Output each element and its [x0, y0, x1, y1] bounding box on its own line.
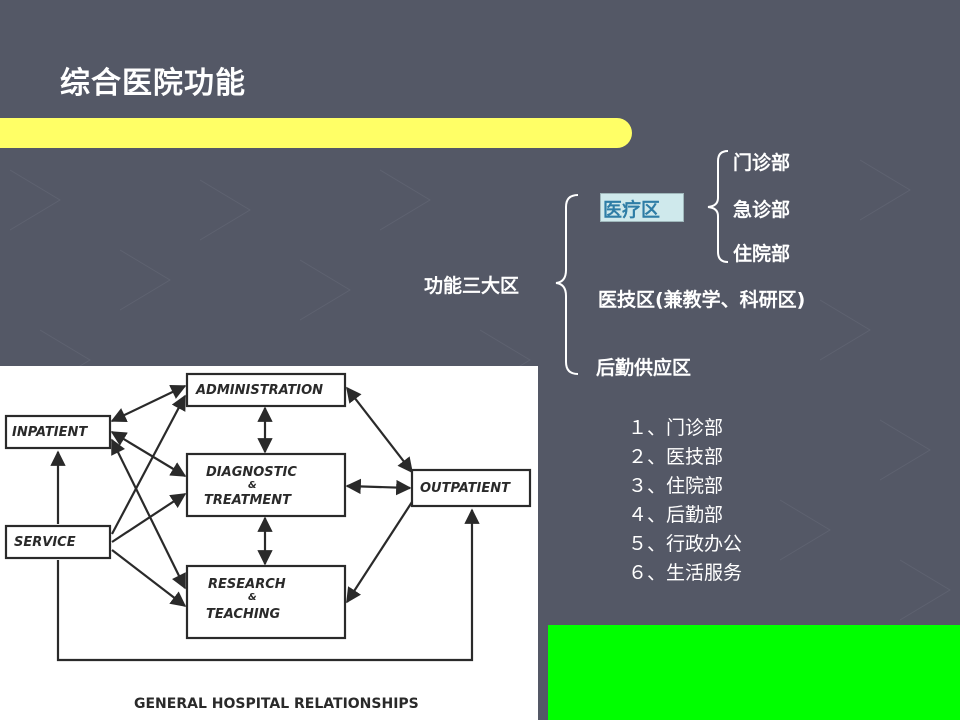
list-item: １、门诊部: [628, 417, 724, 439]
list-item: ３、住院部: [628, 475, 724, 497]
admin-label: ADMINISTRATION: [196, 383, 324, 398]
diagnostic-amp-label: &: [248, 480, 257, 491]
research-box: [185, 564, 347, 640]
service-label: SERVICE: [14, 535, 76, 550]
outpatient-label: OUTPATIENT: [420, 481, 510, 496]
admin-box: [185, 372, 347, 408]
list-item: ６、生活服务: [628, 562, 743, 584]
diagram-lines: [4, 372, 532, 662]
medical-child-inpatient: 住院部: [733, 243, 791, 265]
inpatient-box: [4, 414, 112, 450]
hospital-relationship-diagram: ADMINISTRATION INPATIENT DIAGNOSTIC & TR…: [0, 366, 538, 720]
inpatient-label: INPATIENT: [12, 425, 88, 440]
tree-root-label: 功能三大区: [424, 275, 520, 297]
list-item: ５、行政办公: [628, 533, 743, 555]
teaching-label: TEACHING: [206, 607, 281, 622]
department-list: １、门诊部 ２、医技部 ３、住院部 ４、后勤部 ５、行政办公 ６、生活服务: [628, 414, 742, 588]
diagnostic-label: DIAGNOSTIC: [206, 465, 297, 480]
medical-zone-highlight: [600, 193, 684, 222]
medical-zone-label: 医疗区: [603, 199, 661, 221]
list-item: ４、后勤部: [628, 504, 724, 526]
service-box: [4, 524, 112, 560]
outpatient-box: [410, 468, 532, 508]
logistics-zone-label: 后勤供应区: [596, 357, 692, 379]
tech-zone-label: 医技区(兼教学、科研区): [598, 289, 806, 311]
research-label: RESEARCH: [208, 577, 286, 592]
title-underline-bar: [0, 118, 632, 148]
page-title: 综合医院功能: [60, 66, 246, 101]
list-item: ２、医技部: [628, 446, 724, 468]
diagram-caption: GENERAL HOSPITAL RELATIONSHIPS: [134, 696, 419, 712]
diagnostic-box: [185, 452, 347, 518]
medical-child-emergency: 急诊部: [733, 199, 791, 221]
treatment-label: TREATMENT: [204, 493, 292, 508]
green-block: [548, 625, 960, 720]
medical-child-outpatient: 门诊部: [733, 152, 791, 174]
research-amp-label: &: [248, 592, 257, 603]
